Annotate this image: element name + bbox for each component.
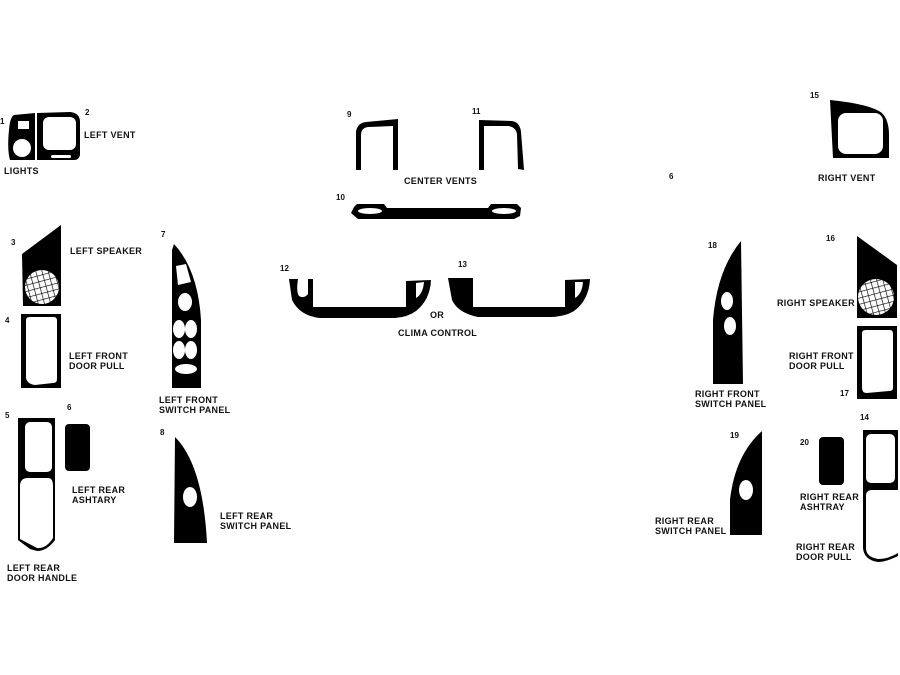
part-number: 3 bbox=[11, 238, 16, 247]
part-number: 5 bbox=[5, 411, 10, 420]
part-label: RIGHT REAR ASHTRAY bbox=[800, 492, 859, 512]
part-number: 14 bbox=[860, 413, 869, 422]
part-label: RIGHT REAR DOOR PULL bbox=[796, 542, 855, 562]
part-label: LEFT FRONT DOOR PULL bbox=[69, 351, 128, 371]
part-7-left-front-switch-panel bbox=[172, 244, 201, 388]
part-18-right-front-switch-panel bbox=[713, 241, 743, 384]
part-13-clima-control bbox=[448, 278, 590, 317]
part-label: LEFT REAR ASHTARY bbox=[72, 485, 126, 505]
stray-part-number: 6 bbox=[669, 172, 674, 181]
part-label: LIGHTS bbox=[4, 166, 39, 176]
part-20-right-rear-ashtray bbox=[819, 437, 844, 485]
part-1-lights bbox=[8, 113, 35, 160]
part-19-right-rear-switch-panel bbox=[730, 431, 762, 535]
part-label: RIGHT VENT bbox=[818, 173, 876, 183]
part-label: LEFT REAR SWITCH PANEL bbox=[220, 511, 292, 531]
part-10-center-strip bbox=[351, 204, 521, 219]
part-number: 15 bbox=[810, 91, 819, 100]
part-label: LEFT VENT bbox=[84, 130, 136, 140]
part-6-left-rear-ashtray bbox=[65, 424, 90, 471]
part-label: RIGHT REAR SWITCH PANEL bbox=[655, 516, 727, 536]
part-number: 18 bbox=[708, 241, 717, 250]
part-number: 13 bbox=[458, 260, 467, 269]
part-number: 8 bbox=[160, 428, 165, 437]
part-8-left-rear-switch-panel bbox=[174, 437, 207, 543]
or-text: OR bbox=[430, 310, 445, 320]
part-number: 20 bbox=[800, 438, 809, 447]
part-number: 7 bbox=[161, 230, 166, 239]
part-14-right-rear-door-pull bbox=[863, 430, 898, 562]
part-number: 11 bbox=[472, 107, 481, 116]
part-label: RIGHT SPEAKER bbox=[777, 298, 855, 308]
part-number: 1 bbox=[0, 117, 5, 126]
part-12-clima-control bbox=[289, 279, 431, 318]
part-4-left-front-door-pull bbox=[21, 314, 61, 388]
part-number: 4 bbox=[5, 316, 10, 325]
part-3-left-speaker bbox=[22, 225, 61, 306]
part-number: 2 bbox=[85, 108, 90, 117]
part-number: 12 bbox=[280, 264, 289, 273]
part-number: 10 bbox=[336, 193, 345, 202]
part-label: CENTER VENTS bbox=[404, 176, 478, 186]
part-16-right-speaker bbox=[857, 236, 897, 318]
part-label: LEFT FRONT SWITCH PANEL bbox=[159, 395, 231, 415]
part-label: LEFT REAR DOOR HANDLE bbox=[7, 563, 78, 583]
part-label: LEFT SPEAKER bbox=[70, 246, 143, 256]
part-number: 16 bbox=[826, 234, 835, 243]
part-label: CLIMA CONTROL bbox=[398, 328, 478, 338]
part-number: 6 bbox=[67, 403, 72, 412]
part-11-center-vent bbox=[479, 120, 524, 170]
part-9-center-vent bbox=[356, 119, 398, 170]
part-label: RIGHT FRONT DOOR PULL bbox=[789, 351, 854, 371]
part-2-left-vent bbox=[37, 112, 80, 160]
part-number: 17 bbox=[840, 389, 849, 398]
part-15-right-vent bbox=[830, 100, 889, 158]
part-number: 9 bbox=[347, 110, 352, 119]
part-17-right-front-door-pull bbox=[857, 326, 897, 399]
part-5-left-rear-door-handle bbox=[18, 418, 55, 551]
part-number: 19 bbox=[730, 431, 739, 440]
part-label: RIGHT FRONT SWITCH PANEL bbox=[695, 389, 767, 409]
